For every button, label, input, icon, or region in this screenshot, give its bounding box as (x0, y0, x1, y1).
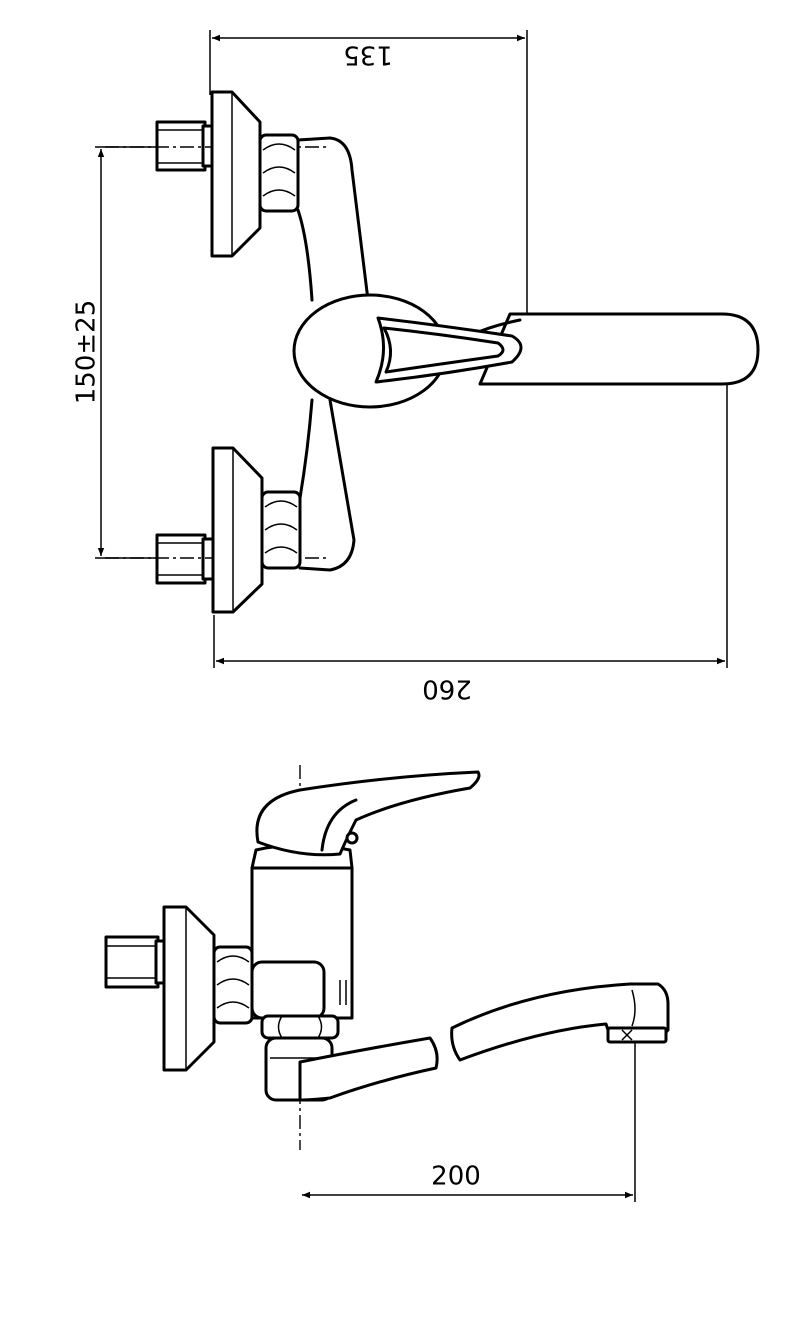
dimension-label-150: 150±25 (72, 300, 102, 405)
upper-wall-flange (210, 90, 262, 258)
side-wall-flange (162, 905, 216, 1072)
lever-handle-inner (382, 326, 505, 374)
aerator (606, 1026, 668, 1044)
dimension-label-135: 135 (343, 40, 393, 70)
dimension-top-width: 135 (209, 30, 528, 345)
side-view: 200 (104, 765, 670, 1202)
lower-wall-flange (211, 446, 264, 614)
upper-hex-nut (258, 133, 300, 213)
dimension-label-260: 260 (422, 674, 472, 704)
top-view: 135 150±25 260 (72, 30, 760, 704)
mixer-body (296, 136, 370, 572)
side-hex-nut (212, 945, 254, 1025)
spout-near-section (298, 1036, 439, 1102)
body-connector (250, 960, 326, 1020)
spout-swivel-nut (260, 1014, 340, 1040)
lower-hex-nut (260, 490, 302, 570)
dimension-inlet-spacing: 150±25 (72, 146, 200, 559)
side-inlet-connector (104, 935, 167, 989)
upper-inlet-connector (105, 120, 330, 172)
lever-handle-side (255, 770, 481, 857)
lever-handle-top (374, 316, 523, 384)
dimension-overall-length: 260 (213, 355, 728, 704)
dimension-spout-reach: 200 (302, 990, 636, 1202)
dimension-label-200: 200 (431, 1162, 481, 1192)
spout-top-view (478, 312, 760, 386)
